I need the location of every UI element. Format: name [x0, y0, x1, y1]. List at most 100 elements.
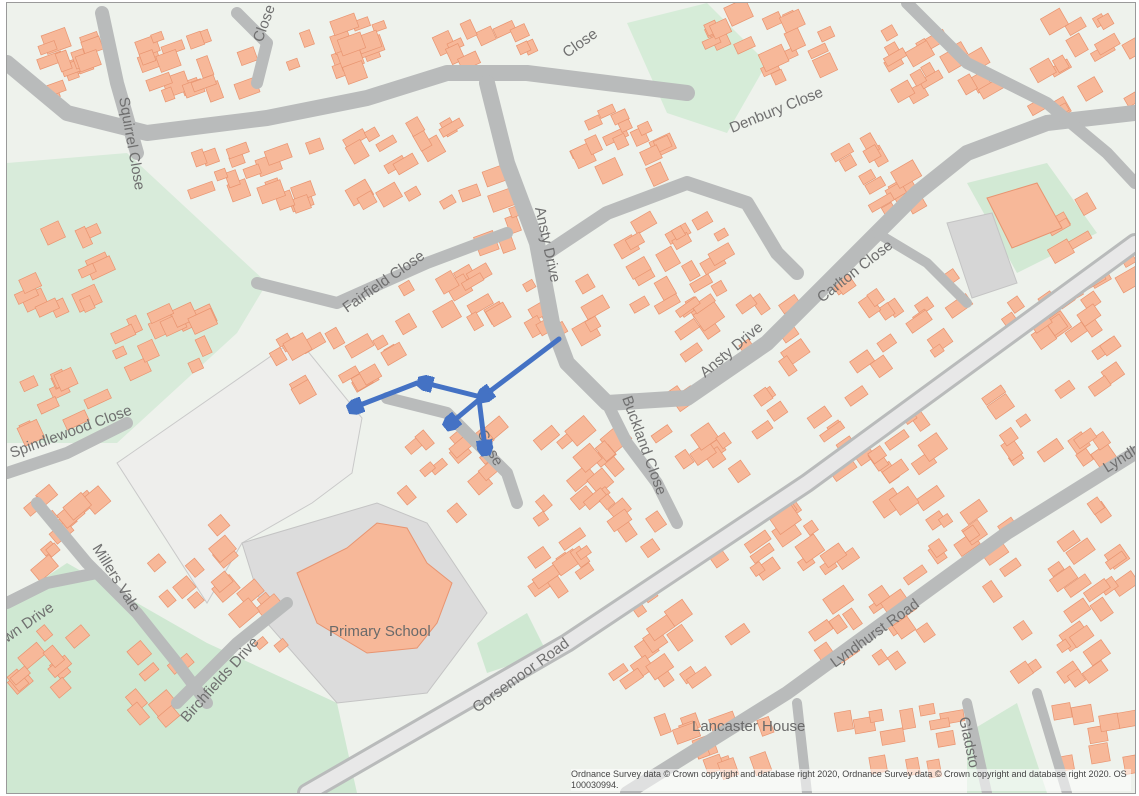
building [572, 442, 603, 473]
building [830, 142, 855, 163]
route-arrows[interactable] [355, 336, 562, 448]
building [1114, 266, 1135, 294]
building [372, 334, 389, 351]
building [1098, 712, 1121, 733]
road-carlton [872, 228, 972, 308]
building [83, 388, 112, 410]
building [398, 279, 415, 297]
route-arrow-icon[interactable] [451, 395, 484, 423]
building [574, 562, 595, 580]
road-gorsemoor-edge [300, 236, 1135, 793]
building [532, 510, 550, 527]
building [1093, 32, 1121, 56]
building [724, 622, 751, 646]
building [305, 137, 325, 155]
building [1065, 32, 1089, 58]
building [228, 597, 260, 629]
building [727, 459, 751, 484]
building [344, 138, 370, 165]
building [138, 662, 160, 682]
building [1099, 335, 1122, 357]
building [458, 183, 482, 203]
building [380, 341, 407, 367]
building [1054, 379, 1076, 400]
building [982, 580, 1003, 604]
building [925, 510, 947, 531]
building [392, 152, 419, 176]
building [899, 707, 917, 731]
building [890, 159, 923, 189]
building [962, 524, 981, 543]
building [862, 144, 882, 164]
building [876, 333, 898, 353]
building [1029, 57, 1057, 84]
building [629, 295, 650, 314]
school-field [116, 337, 363, 604]
building [158, 589, 177, 608]
building [172, 575, 197, 600]
building [363, 126, 381, 143]
building [1039, 7, 1070, 36]
building [584, 134, 604, 156]
building [842, 607, 863, 631]
route-arrow-icon[interactable] [355, 380, 420, 407]
building [1123, 91, 1135, 108]
building [1089, 596, 1114, 622]
building [1063, 597, 1092, 624]
building [190, 74, 217, 93]
large-building-east [986, 182, 1063, 249]
building [766, 400, 789, 422]
road-north-loop [7, 55, 695, 141]
building [17, 641, 47, 670]
building [838, 153, 858, 172]
building [268, 346, 288, 367]
building [594, 440, 617, 463]
building [892, 615, 917, 640]
building [123, 357, 152, 382]
building [584, 114, 603, 131]
road-birchfields [171, 597, 293, 709]
building [811, 52, 839, 79]
building [981, 384, 1007, 406]
building [492, 19, 517, 39]
building [34, 297, 61, 318]
route-arrow-icon[interactable] [479, 396, 485, 448]
map-frame[interactable]: Squirrel Close Close Close Denbury Close… [6, 2, 1136, 794]
building [690, 422, 720, 451]
roads [7, 3, 1135, 793]
building [864, 175, 887, 195]
buildings [7, 3, 1135, 781]
building [62, 491, 93, 521]
building [624, 231, 646, 251]
building [253, 636, 269, 651]
building [236, 46, 259, 67]
building [54, 49, 73, 73]
building [935, 730, 956, 748]
building [336, 31, 367, 57]
building [403, 185, 422, 202]
building [208, 534, 237, 564]
building [236, 578, 265, 607]
building [74, 49, 102, 73]
building [655, 245, 681, 273]
building [708, 17, 733, 40]
building [986, 393, 1016, 420]
building [833, 709, 854, 732]
building [926, 327, 954, 354]
building [918, 69, 944, 90]
building [619, 667, 645, 690]
building [685, 666, 712, 689]
building [639, 144, 663, 166]
map-canvas[interactable]: Squirrel Close Close Close Denbury Close… [7, 3, 1135, 793]
building [713, 227, 729, 242]
building [459, 18, 478, 40]
building [186, 591, 205, 609]
building [42, 644, 66, 669]
building [509, 23, 531, 43]
building [574, 273, 596, 295]
route-arrow-icon[interactable] [425, 383, 480, 399]
building [242, 163, 262, 180]
building [852, 715, 877, 735]
building [1009, 660, 1035, 684]
route-arrow-icon[interactable] [485, 336, 562, 395]
